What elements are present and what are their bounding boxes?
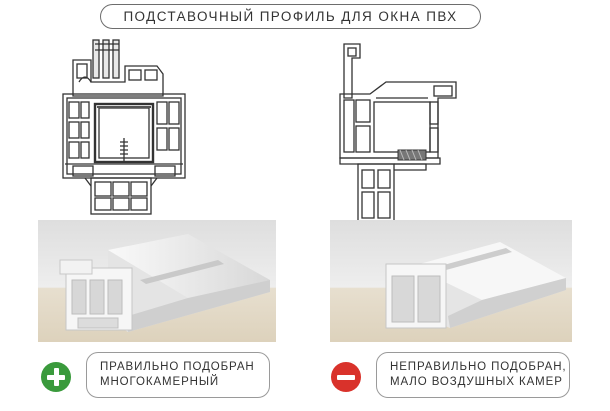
left-verdict-box: ПРАВИЛЬНО ПОДОБРАН МНОГОКАМЕРНЫЙ bbox=[86, 352, 270, 398]
plus-badge-icon bbox=[41, 362, 71, 392]
left-profile-photo bbox=[38, 220, 276, 342]
right-verdict-line1: НЕПРАВИЛЬНО ПОДОБРАН, bbox=[390, 361, 567, 373]
right-verdict-line2: МАЛО ВОЗДУШНЫХ КАМЕР bbox=[390, 376, 563, 388]
left-verdict-line2: МНОГОКАМЕРНЫЙ bbox=[100, 376, 220, 388]
right-profile-photo bbox=[330, 220, 572, 342]
left-verdict-line1: ПРАВИЛЬНО ПОДОБРАН bbox=[100, 361, 255, 373]
page-title-text: ПОДСТАВОЧНЫЙ ПРОФИЛЬ ДЛЯ ОКНА ПВХ bbox=[123, 9, 458, 24]
minus-badge-icon bbox=[331, 362, 361, 392]
page-title: ПОДСТАВОЧНЫЙ ПРОФИЛЬ ДЛЯ ОКНА ПВХ bbox=[100, 4, 481, 29]
right-verdict-box: НЕПРАВИЛЬНО ПОДОБРАН, МАЛО ВОЗДУШНЫХ КАМ… bbox=[376, 352, 570, 398]
right-profile-drawing bbox=[339, 43, 457, 225]
left-profile-drawing bbox=[62, 39, 186, 215]
